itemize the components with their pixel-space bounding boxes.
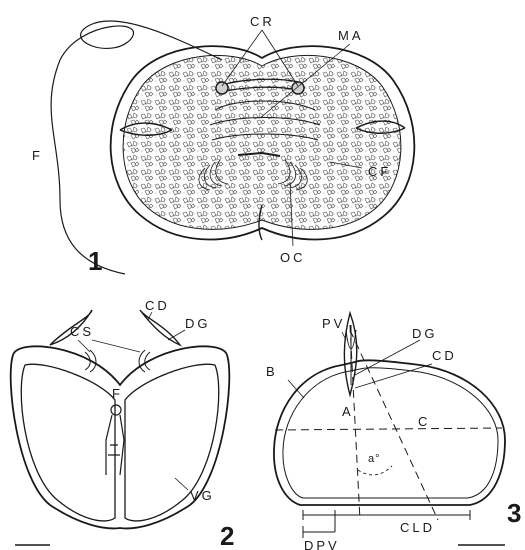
label-dg-2: DG <box>185 316 211 331</box>
panel-3-measurement-diagram: PV DG CD B A C a° DPV CLD 3 <box>266 313 521 550</box>
label-b: B <box>266 364 278 379</box>
label-f: F <box>32 148 43 163</box>
label-angle: a° <box>368 453 381 465</box>
label-dpv: DPV <box>304 538 340 550</box>
cell-texture <box>123 55 401 229</box>
panel-number-3: 3 <box>507 498 521 528</box>
label-cld: CLD <box>400 520 435 535</box>
label-c: C <box>418 414 430 429</box>
label-cs: CS <box>70 324 94 339</box>
label-pv: PV <box>322 316 345 331</box>
shell-outline <box>274 360 505 505</box>
label-vg: VG <box>190 488 215 503</box>
label-oc: OC <box>280 250 306 265</box>
label-cd-3: CD <box>432 348 457 363</box>
shell-inner <box>283 368 498 498</box>
panel-1-ventral-view: CR MA F CF OC 1 <box>32 14 414 276</box>
label-dg-3: DG <box>412 326 438 341</box>
label-ma: MA <box>338 28 364 43</box>
label-cd-2: CD <box>145 298 170 313</box>
ring-left <box>216 82 228 94</box>
left-valve <box>21 364 115 521</box>
label-cr: CR <box>250 14 275 29</box>
panel-number-1: 1 <box>88 246 102 276</box>
panel-number-2: 2 <box>220 521 234 550</box>
label-cf: CF <box>368 164 391 179</box>
panel-2-lateral-view: CS CD DG F VG 2 <box>11 298 235 550</box>
label-f-2: F <box>112 386 123 401</box>
label-a: A <box>342 404 354 419</box>
